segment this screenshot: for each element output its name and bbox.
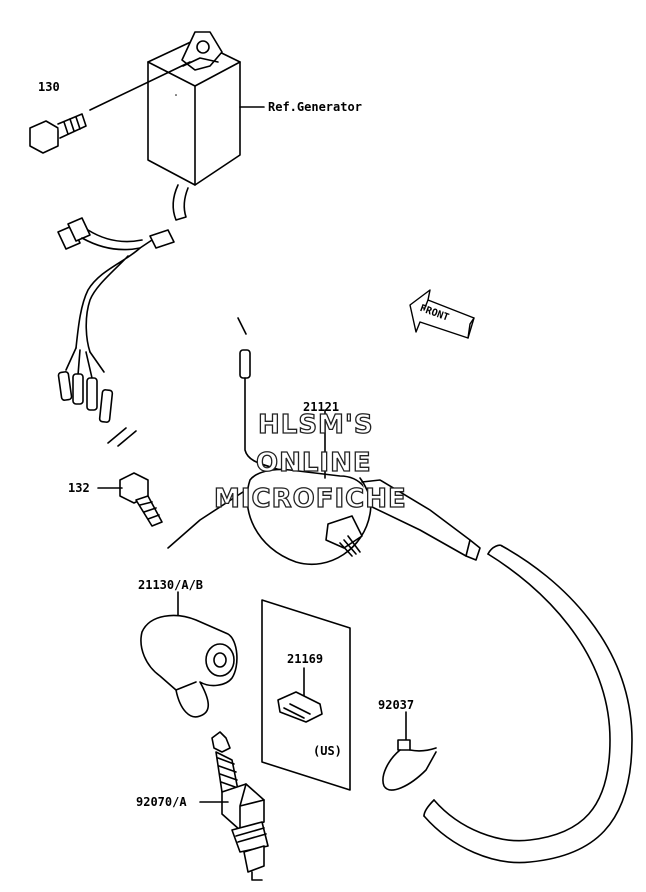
part-92070-label: 92070/A xyxy=(136,795,187,809)
cable-tie-icon xyxy=(382,711,437,791)
bolt-icon xyxy=(119,472,163,527)
part-132-label: 132 xyxy=(68,481,90,495)
ignition-coil-icon xyxy=(237,317,481,566)
spark-plug-icon xyxy=(211,731,269,881)
part-92037-label: 92037 xyxy=(378,698,415,712)
watermark-line2: ONLINE xyxy=(255,447,372,478)
plug-cap-icon xyxy=(140,591,238,718)
cdi-unit-icon xyxy=(147,31,241,221)
clip-icon xyxy=(277,691,323,723)
part-21130-label: 21130/A/B xyxy=(138,578,204,592)
watermark-line1: HLSM'S xyxy=(257,409,374,440)
bolt-icon xyxy=(29,113,87,154)
part-21169-label: 21169 xyxy=(287,652,324,666)
part-130-label: 130 xyxy=(38,80,60,94)
front-arrow-icon xyxy=(409,289,475,339)
harness-icon xyxy=(57,217,175,423)
us-label: (US) xyxy=(313,744,342,758)
part-21121-label: 21121 xyxy=(303,400,340,414)
watermark-line3: MICROFICHE xyxy=(213,483,407,514)
ref-generator-label: Ref.Generator xyxy=(268,100,362,114)
